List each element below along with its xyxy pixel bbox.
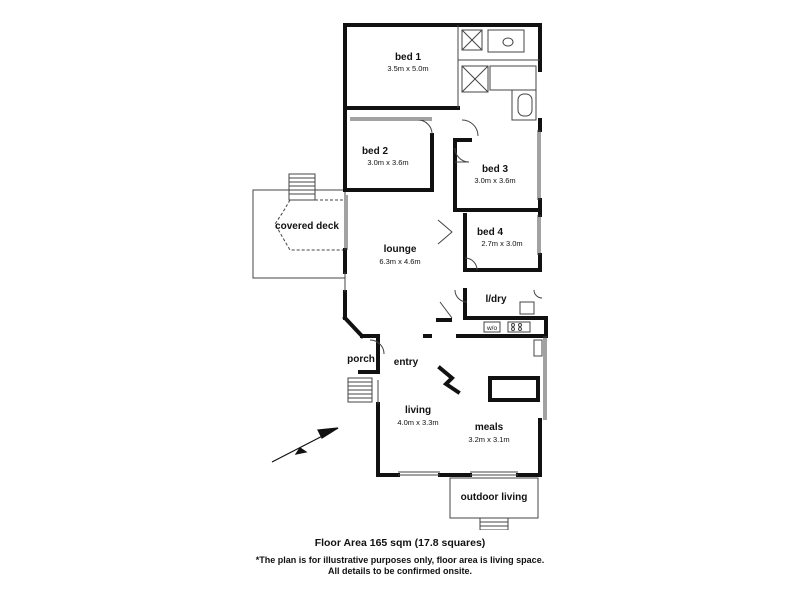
doors	[369, 119, 543, 355]
disclaimer-line-2: All details to be confirmed onsite.	[327, 566, 473, 576]
outdoor-living-area	[449, 477, 539, 530]
bed3-dims: 3.0m x 3.6m	[474, 176, 515, 185]
bed1-dims: 3.5m x 5.0m	[387, 64, 428, 73]
porch-label: porch	[347, 354, 375, 365]
bed4-label: bed 4	[477, 227, 504, 238]
lounge-label: lounge	[384, 244, 417, 255]
ldry-label: l/dry	[485, 294, 507, 305]
bed2-label: bed 2	[362, 146, 389, 157]
exterior-walls	[342, 23, 548, 477]
north-arrow-icon	[271, 427, 339, 463]
floor-area-text: Floor Area 165 sqm (17.8 squares)	[314, 537, 486, 549]
porch-stairs	[347, 377, 373, 403]
covered-deck-area	[252, 189, 346, 279]
meals-label: meals	[475, 422, 504, 433]
bed2-dims: 3.0m x 3.6m	[367, 158, 408, 167]
interior-walls	[344, 117, 547, 476]
entry-label: entry	[394, 357, 419, 368]
living-dims: 4.0m x 3.3m	[397, 418, 438, 427]
bed3-label: bed 3	[482, 164, 509, 175]
floor-plan: bed 1 3.5m x 5.0m bed 2 3.0m x 3.6m bed …	[252, 23, 548, 530]
wo-label: w/o	[486, 325, 498, 332]
bed1-label: bed 1	[395, 52, 422, 63]
kitchen-fixtures	[483, 301, 543, 357]
bathroom-fixtures	[457, 25, 540, 121]
living-label: living	[405, 405, 431, 416]
covered-deck-label: covered deck	[275, 221, 339, 232]
outdoor-living-label: outdoor living	[461, 492, 528, 503]
disclaimer-line-1: *The plan is for illustrative purposes o…	[255, 555, 545, 565]
bed4-dims: 2.7m x 3.0m	[481, 239, 522, 248]
lounge-dims: 6.3m x 4.6m	[379, 257, 420, 266]
deck-stairs	[288, 173, 316, 201]
meals-dims: 3.2m x 3.1m	[468, 435, 509, 444]
